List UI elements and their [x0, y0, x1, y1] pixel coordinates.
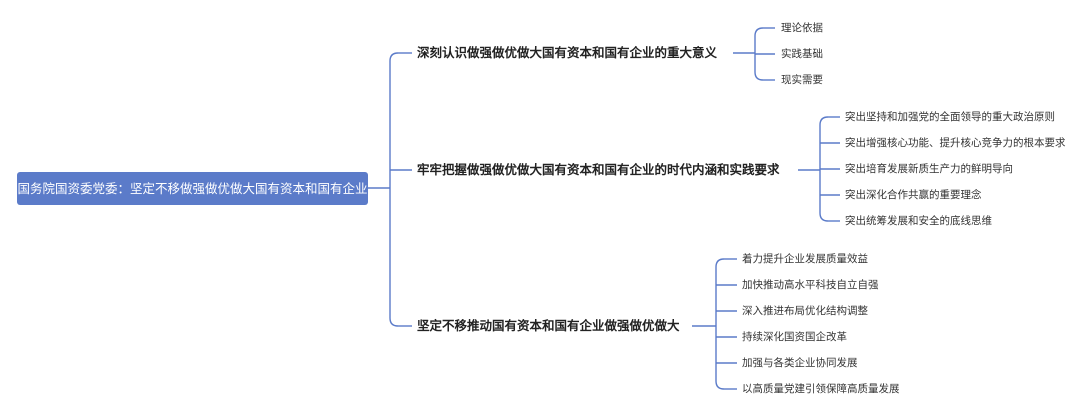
- leaf-soe-reform[interactable]: 持续深化国资国企改革: [742, 331, 847, 343]
- root-link-spine: [389, 52, 399, 327]
- branch-significance[interactable]: 深刻认识做强做优做大国有资本和国有企业的重大意义: [417, 45, 718, 60]
- branch3-link-spine: [715, 258, 725, 390]
- leaf-quality-efficiency[interactable]: 着力提升企业发展质量效益: [742, 253, 868, 265]
- branch-connotation[interactable]: 牢牢把握做强做优做大国有资本和国有企业的时代内涵和实践要求: [417, 162, 780, 177]
- leaf-development-security[interactable]: 突出统筹发展和安全的底线思维: [845, 215, 992, 227]
- leaf-enterprise-coordination[interactable]: 加强与各类企业协同发展: [742, 357, 858, 369]
- leaf-reality-needs[interactable]: 现实需要: [781, 74, 823, 86]
- leaf-tech-self-reliance[interactable]: 加快推动高水平科技自立自强: [742, 279, 879, 291]
- leaf-new-productivity[interactable]: 突出培育发展新质生产力的鲜明导向: [845, 163, 1013, 175]
- leaf-layout-optimization[interactable]: 深入推进布局优化结构调整: [742, 305, 868, 317]
- branch-promotion[interactable]: 坚定不移推动国有资本和国有企业做强做优做大: [417, 318, 680, 333]
- root-node[interactable]: 国务院国资委党委：坚定不移做强做优做大国有资本和国有企业: [17, 172, 368, 205]
- leaf-practice-basis[interactable]: 实践基础: [781, 48, 823, 60]
- leaf-theory-basis[interactable]: 理论依据: [781, 22, 823, 34]
- leaf-core-competitiveness[interactable]: 突出增强核心功能、提升核心竞争力的根本要求: [845, 137, 1066, 149]
- leaf-party-building[interactable]: 以高质量党建引领保障高质量发展: [742, 383, 900, 395]
- leaf-party-leadership[interactable]: 突出坚持和加强党的全面领导的重大政治原则: [845, 111, 1055, 123]
- leaf-win-win-cooperation[interactable]: 突出深化合作共赢的重要理念: [845, 189, 982, 201]
